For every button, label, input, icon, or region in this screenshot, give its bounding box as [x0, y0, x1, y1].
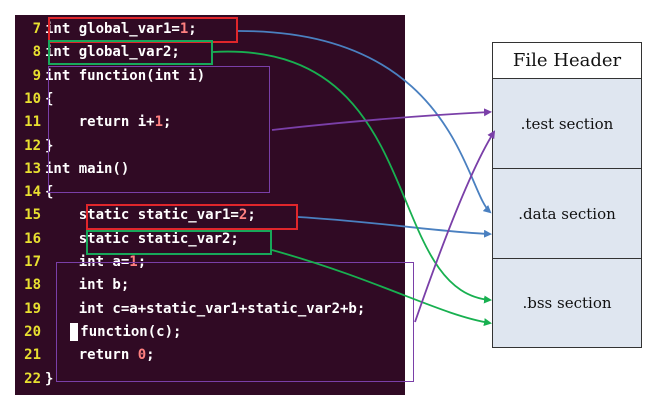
code-token: int main()	[45, 160, 130, 177]
data-section-cell: .data section	[493, 169, 641, 259]
static-var1-highlight	[86, 204, 298, 230]
numeric-literal: 0	[137, 347, 147, 364]
code-token: }	[45, 137, 54, 154]
code-token: int global_var1=	[45, 21, 180, 37]
line-number: 16	[24, 230, 41, 247]
code-text: int global_var1=1;	[45, 18, 197, 40]
code-text: }	[45, 135, 53, 157]
line-number: 22	[24, 370, 41, 387]
code-text: int main()	[45, 158, 129, 180]
function-block-highlight	[48, 66, 270, 193]
code-text: return i+1;	[45, 111, 172, 133]
code-token: int global_var2;	[45, 44, 180, 61]
code-text: int function(int i)	[45, 65, 205, 87]
global-var2-highlight	[48, 40, 213, 65]
code-text: int global_var2;	[45, 41, 180, 63]
code-token: ;	[188, 21, 197, 37]
line-number: 13	[24, 160, 41, 177]
global-var1-highlight	[48, 17, 238, 43]
test-section-cell: .test section	[493, 79, 641, 169]
line-number: 10	[24, 90, 41, 107]
code-token: int b;	[45, 277, 130, 294]
file-header-cell: File Header	[493, 43, 641, 79]
line-number: 9	[32, 67, 41, 84]
code-token: ;	[163, 114, 172, 131]
line-number: 12	[24, 137, 41, 154]
line-number: 19	[24, 300, 41, 317]
line-number: 8	[32, 44, 41, 61]
code-token: {	[45, 90, 54, 107]
numeric-literal: 1	[179, 21, 189, 37]
code-text: }	[45, 368, 53, 390]
text-cursor	[70, 322, 79, 341]
main-body-highlight	[56, 262, 414, 382]
arrow-main-to-test	[414, 130, 496, 323]
code-text: function(c);	[45, 321, 181, 343]
code-token: ;	[146, 347, 155, 364]
code-text: int b;	[45, 274, 130, 296]
code-token: }	[45, 370, 54, 387]
line-number: 11	[24, 114, 41, 131]
code-token: return	[45, 347, 138, 364]
line-number: 21	[24, 347, 41, 364]
static-var2-highlight	[86, 230, 272, 255]
line-number: 14	[24, 184, 41, 201]
numeric-literal: 1	[154, 114, 164, 131]
object-file-layout: File Header .test section .data section …	[492, 42, 642, 348]
code-token: int function(int i)	[45, 67, 206, 84]
line-number: 15	[24, 207, 41, 224]
line-number: 17	[24, 254, 41, 270]
line-number: 18	[24, 277, 41, 294]
bss-section-cell: .bss section	[522, 294, 612, 312]
line-number: 7	[32, 21, 41, 37]
code-text: return 0;	[45, 344, 155, 366]
code-text: {	[45, 88, 53, 110]
code-token: return i+	[45, 114, 155, 131]
line-number: 20	[24, 323, 41, 340]
code-token: function(c);	[80, 323, 182, 340]
